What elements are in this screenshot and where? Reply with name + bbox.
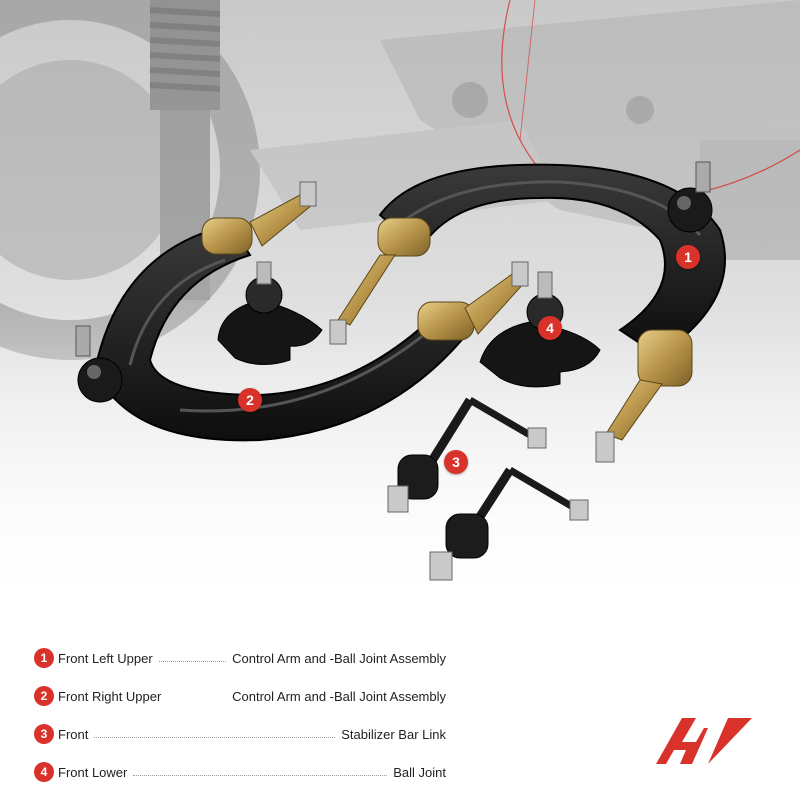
control-arm-right-upper [75,181,529,442]
legend-part: Stabilizer Bar Link [341,726,446,742]
legend-number: 4 [34,762,54,782]
legend-row: 4 Front Lower Ball Joint [34,762,446,782]
legend-number: 1 [34,648,54,668]
callout-3: 3 [444,450,468,474]
legend-row: 3 Front Stabilizer Bar Link [34,724,446,744]
control-arm-left-upper [329,161,726,463]
legend-part: Control Arm and -Ball Joint Assembly [232,688,446,704]
leader-line [94,736,336,738]
leader-line [167,699,226,700]
stabilizer-bar-links [387,396,589,581]
parts-legend: 1 Front Left Upper Control Arm and -Ball… [34,648,446,800]
callout-4: 4 [538,316,562,340]
lower-ball-joint [217,261,601,388]
callout-2: 2 [238,388,262,412]
legend-part: Ball Joint [393,764,446,780]
legend-position: Front Left Upper [58,650,153,666]
product-photo [0,0,800,620]
legend-number: 2 [34,686,54,706]
brand-logo-icon [656,718,752,764]
legend-row: 1 Front Left Upper Control Arm and -Ball… [34,648,446,668]
legend-part: Control Arm and -Ball Joint Assembly [232,650,446,666]
legend-position: Front Lower [58,764,128,780]
legend-row: 2 Front Right Upper Control Arm and -Bal… [34,686,446,706]
legend-number: 3 [34,724,54,744]
leader-line [133,774,388,776]
legend-position: Front Right Upper [58,688,162,704]
callout-1: 1 [676,245,700,269]
legend-position: Front [58,726,89,742]
leader-line [158,660,227,662]
